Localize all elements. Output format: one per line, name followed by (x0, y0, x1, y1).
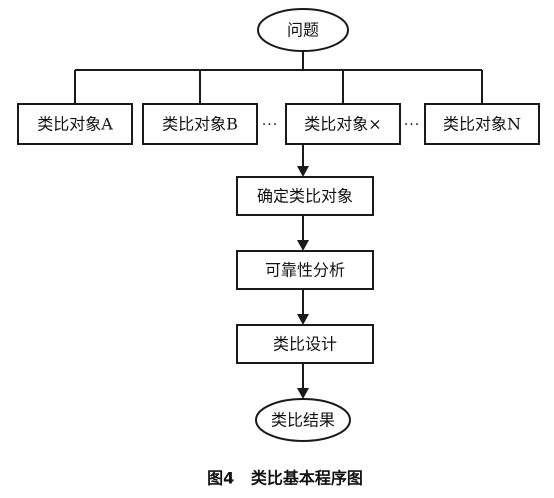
node-design: 类比设计 (236, 324, 374, 364)
node-object-a-box (17, 103, 133, 145)
node-object-n-box (424, 103, 540, 145)
node-determine: 确定类比对象 (236, 176, 374, 216)
node-result: 类比结果 (255, 398, 351, 442)
node-object-x: 类比对象× (285, 103, 401, 145)
node-reliability-label: 可靠性分析 (265, 261, 345, 280)
node-object-x-box (285, 103, 401, 145)
node-reliability-box (236, 250, 374, 290)
node-object-b-box (142, 103, 258, 145)
ellipsis-left: ··· (262, 117, 278, 133)
node-object-n: 类比对象N (424, 103, 540, 145)
node-problem: 问题 (257, 8, 349, 52)
arrow-determine-to-reliability-head (297, 240, 309, 251)
node-object-a-label: 类比对象A (37, 115, 113, 134)
node-object-a: 类比对象A (17, 103, 133, 145)
node-result-shape (255, 398, 351, 442)
node-result-label: 类比结果 (271, 411, 335, 430)
node-object-x-label: 类比对象× (304, 115, 381, 134)
arrow-determine-to-reliability (297, 215, 309, 251)
node-design-label: 类比设计 (273, 335, 337, 354)
node-object-b: 类比对象B (142, 103, 258, 145)
node-determine-label: 确定类比对象 (257, 187, 353, 206)
arrow-reliability-to-design-head (297, 314, 309, 325)
branch-connectors (74, 51, 483, 104)
node-problem-label: 问题 (287, 21, 319, 40)
node-reliability: 可靠性分析 (236, 250, 374, 290)
node-object-n-label: 类比对象N (443, 115, 521, 134)
node-object-b-label: 类比对象B (162, 115, 238, 134)
node-determine-box (236, 176, 374, 216)
figure-caption: 图4 类比基本程序图 (207, 469, 363, 488)
arrow-design-to-result (297, 363, 309, 399)
ellipsis-right: ··· (404, 117, 420, 133)
arrow-x-to-determine-head (297, 166, 309, 177)
node-design-box (236, 324, 374, 364)
arrow-design-to-result-head (297, 388, 309, 399)
arrow-x-to-determine (297, 144, 309, 177)
arrow-reliability-to-design (297, 289, 309, 325)
